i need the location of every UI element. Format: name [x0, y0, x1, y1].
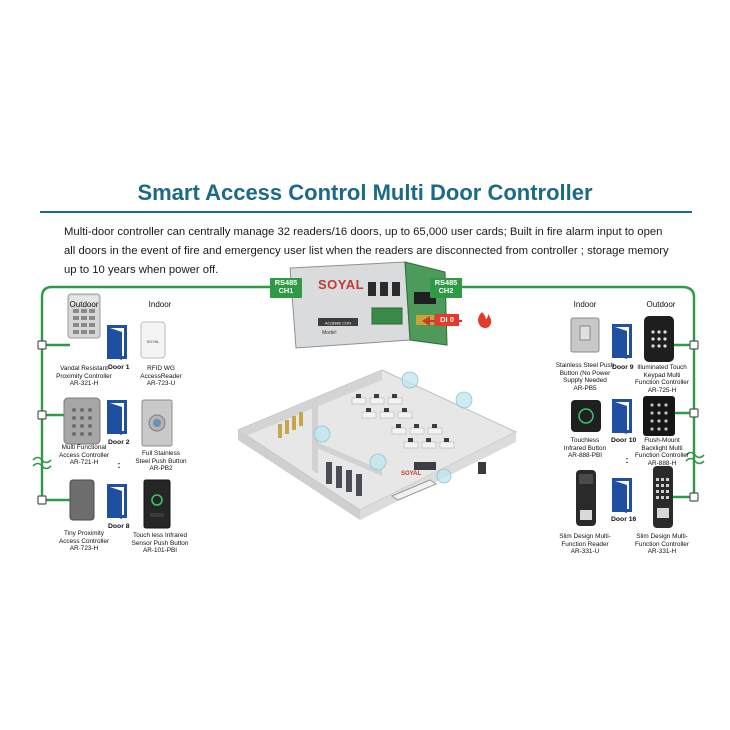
title-underline — [40, 211, 692, 213]
left-outdoor-header: Outdoor — [69, 300, 99, 309]
label-ar-725-h: Illuminated Touch Keypad Multi Function … — [635, 364, 689, 394]
label-ar-723-u: RFID WG AccessReader AR-723-U — [140, 365, 182, 388]
bus-wire-left — [40, 285, 270, 502]
door-icon-10 — [612, 399, 632, 434]
device-ar-331-u — [576, 470, 596, 526]
left-door-ellipsis: : — [117, 460, 121, 470]
device-ar-888-pbi — [571, 400, 601, 432]
floorplan-sign: SOYAL — [401, 471, 422, 477]
rs485-ch1-tag: RS485 CH1 — [270, 278, 302, 298]
label-ar-888-h: Flush-Mount Backlight Multi Function Con… — [635, 437, 689, 467]
label-ar-pb5: Stainless Steel Push Button (No Power Su… — [555, 362, 615, 392]
description-text: Multi-door controller can centrally mana… — [64, 226, 669, 276]
right-door-ellipsis: : — [625, 455, 629, 465]
fire-icon — [478, 312, 492, 328]
office-floorplan — [236, 369, 518, 520]
device-ar-725-h — [644, 316, 674, 362]
label-ar-331-u: Slim Design Multi- Function Reader AR-33… — [559, 533, 611, 556]
controller-brand: SOYAL — [318, 277, 365, 292]
page-title: Smart Access Control Multi Door Controll… — [137, 180, 593, 205]
label-ar-888-pbi: Touchless Infrared Button AR-888-PBI — [563, 437, 607, 460]
door-icon-16 — [612, 478, 632, 513]
door-label-10: Door 10 — [611, 437, 637, 444]
device-ar-pb5 — [570, 317, 600, 353]
device-ar-331-h — [653, 466, 673, 528]
device-ar-pb2 — [141, 399, 173, 447]
controller-box: AC(838E CON — [289, 261, 448, 349]
label-ar-331-h: Slim Design Multi- Function Controller A… — [635, 533, 689, 556]
device-ar-723-u: SOYAL — [140, 321, 166, 359]
door-label-8: Door 8 — [108, 523, 130, 530]
device-ar-101-pbi — [143, 479, 171, 529]
door-label-9: Door 9 — [612, 364, 634, 371]
label-ar-721-h: Multi Functional Access Controller AR-72… — [58, 444, 110, 467]
label-ar-101-pbi: Touch less Infrared Sensor Push Button A… — [131, 532, 189, 555]
door-icon-2 — [107, 400, 127, 435]
bus-wire-right — [460, 285, 696, 499]
svg-text:AC(838E CON: AC(838E CON — [325, 321, 351, 326]
break-mark-right — [685, 451, 705, 465]
label-ar-321-h: Vandal Resistant Proximity Controller AR… — [56, 365, 112, 388]
device-ar-888-h — [643, 396, 675, 436]
break-mark-left — [32, 456, 52, 470]
svg-text:SOYAL: SOYAL — [146, 339, 160, 344]
door-icon-1 — [107, 325, 127, 360]
right-outdoor-header: Outdoor — [646, 300, 676, 309]
left-indoor-header: Indoor — [148, 300, 172, 309]
di0-tag: DI 0 — [435, 314, 459, 326]
right-indoor-header: Indoor — [573, 300, 597, 309]
label-ar-pb2: Full Stainless Steel Push Button AR-PB2 — [135, 450, 187, 473]
controller-model-label: Model: — [322, 330, 338, 336]
device-ar-723-h — [69, 479, 95, 521]
device-ar-321-h — [67, 293, 101, 339]
door-label-2: Door 2 — [108, 439, 130, 446]
wire-connectors — [37, 340, 699, 505]
door-label-16: Door 16 — [611, 516, 637, 523]
door-label-1: Door 1 — [108, 364, 130, 371]
door-icon-9 — [612, 324, 632, 359]
rs485-ch2-tag: RS485 CH2 — [430, 278, 462, 298]
label-ar-723-h: Tiny Proximity Access Controller AR-723-… — [58, 530, 110, 553]
device-ar-721-h — [63, 397, 101, 445]
door-icon-8 — [107, 484, 127, 519]
